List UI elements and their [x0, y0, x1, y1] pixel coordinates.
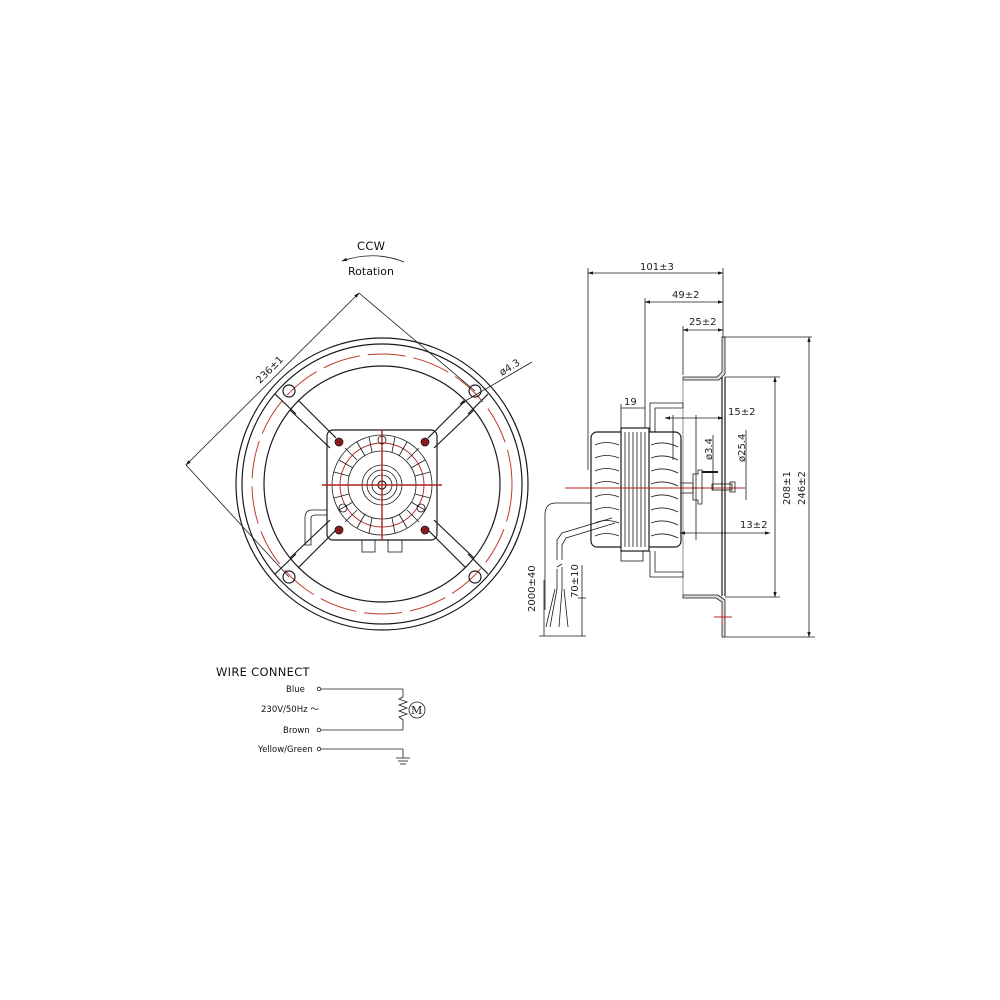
wire-connect: WIRE CONNECT Blue 230V/50Hz ～ Brown M Ye…	[216, 665, 426, 765]
mount-hole-bl	[282, 570, 296, 584]
cable-outer	[544, 502, 591, 610]
rotation-label: Rotation	[348, 265, 394, 278]
ext-line	[185, 464, 290, 578]
bolt-circle	[251, 353, 513, 615]
motor-symbol: M	[411, 704, 422, 717]
mount-hole-br	[468, 570, 482, 584]
bracket-bottom	[649, 551, 684, 578]
bracket-top	[649, 402, 684, 432]
terminal-block	[620, 550, 644, 562]
ccw-label: CCW	[357, 239, 385, 253]
wire-connect-title: WIRE CONNECT	[216, 665, 311, 679]
mount-hole-tl	[282, 384, 296, 398]
screw-icon	[334, 525, 344, 535]
dim-2000: 2000±40	[527, 565, 538, 612]
dim-101: 101±3	[640, 262, 674, 273]
ground-icon	[396, 757, 410, 765]
dim-hub-dia: ø25.4	[737, 434, 748, 462]
screw-icon	[420, 437, 430, 447]
dim-25: 25±2	[689, 317, 716, 328]
screw-icon	[334, 437, 344, 447]
supply-label: 230V/50Hz ～	[261, 705, 319, 715]
rotation-arrow-icon	[341, 255, 405, 263]
set-screw	[711, 483, 733, 491]
wire-ground-label: Yellow/Green	[257, 745, 313, 755]
dim-236	[185, 292, 360, 466]
hole-leader	[459, 361, 533, 405]
dim-13: 13±2	[740, 520, 767, 531]
wire-brown-label: Brown	[283, 726, 310, 736]
inner-ring	[263, 365, 501, 603]
dim-15: 15±2	[728, 407, 755, 418]
flange-bottom	[682, 594, 726, 638]
screw-top	[377, 435, 387, 445]
winding-icon	[397, 696, 409, 721]
dim-19: 19	[624, 397, 637, 408]
flange-top	[682, 336, 726, 381]
motor-icon	[408, 701, 426, 719]
winding-fins	[594, 442, 679, 539]
cable-bend	[304, 509, 327, 546]
cable-main	[556, 517, 613, 560]
hole-dia-label: ø4.3	[498, 358, 523, 379]
screw-left	[338, 503, 348, 513]
mount-hole-tr	[468, 384, 482, 398]
ext-line	[358, 292, 476, 392]
wire-leads	[545, 588, 569, 628]
outer-ring-inner-edge	[241, 343, 523, 625]
terminal-box	[361, 539, 376, 553]
dim-70: 70±10	[570, 564, 581, 598]
dim-49: 49±2	[672, 290, 699, 301]
hub	[692, 469, 703, 505]
screw-icon	[420, 525, 430, 535]
dim-208: 208±1	[782, 471, 793, 505]
front-view: CCW Rotation	[185, 239, 533, 631]
outer-ring	[235, 337, 529, 631]
side-view: 101±3 49±2 25±2 208±1 246±2	[527, 262, 815, 638]
stator-laminations	[624, 432, 646, 547]
wire-blue-label: Blue	[286, 685, 305, 695]
dim-246: 246±2	[797, 471, 808, 505]
dim-shaft-dia: ø3.4	[704, 438, 715, 460]
screw-right	[416, 503, 426, 513]
terminal-box	[387, 539, 403, 553]
